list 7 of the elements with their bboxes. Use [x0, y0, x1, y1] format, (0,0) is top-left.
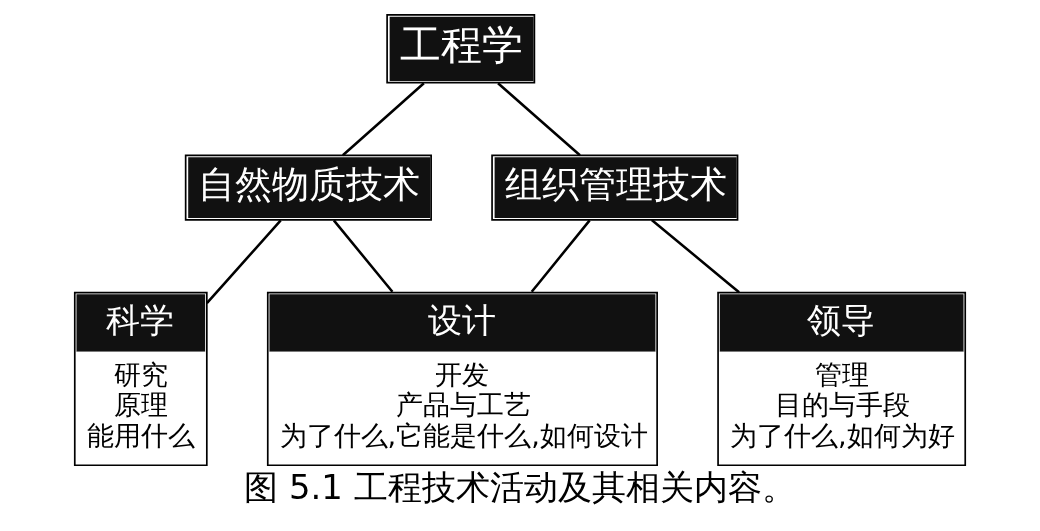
connector: [650, 218, 740, 294]
connector: [497, 82, 581, 157]
connector: [342, 82, 425, 157]
connector: [205, 219, 282, 304]
connector: [530, 219, 591, 293]
connector: [332, 219, 394, 293]
caption: 图 5.1 工程技术活动及其相关内容。: [244, 468, 796, 508]
